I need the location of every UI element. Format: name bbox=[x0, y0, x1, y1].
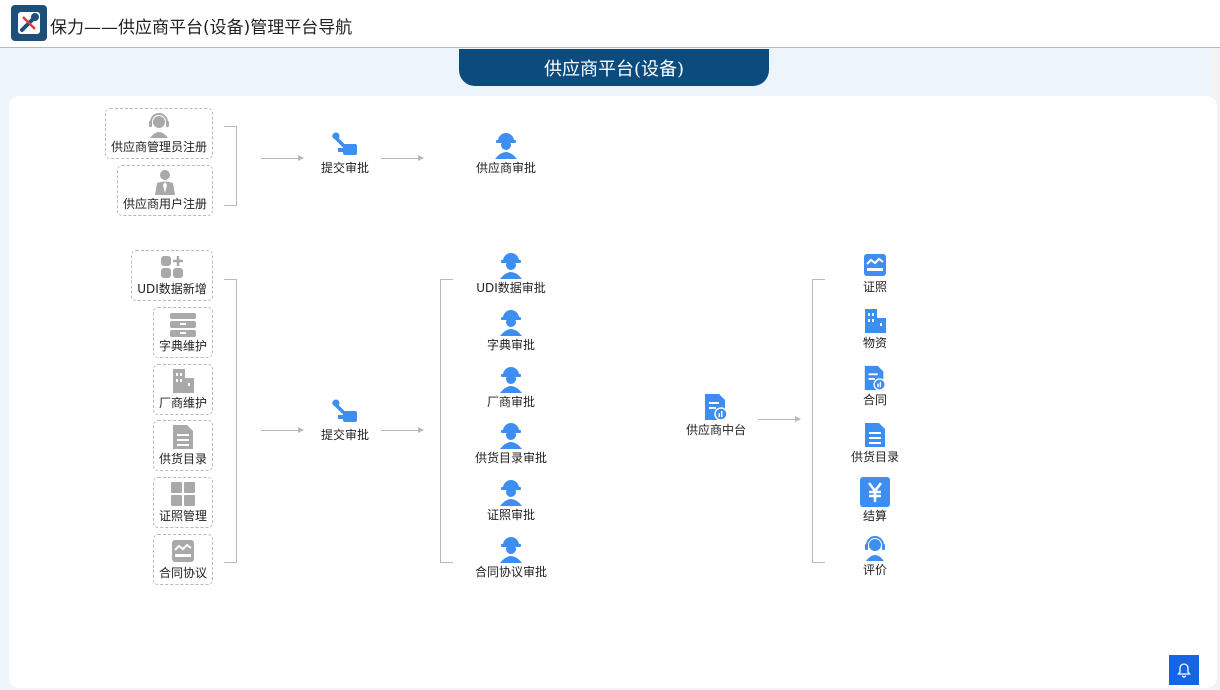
approval-label: 字典审批 bbox=[486, 338, 535, 352]
output-label: 证照 bbox=[862, 280, 887, 294]
output-label: 物资 bbox=[862, 336, 887, 350]
approval-label: 供应商审批 bbox=[475, 161, 536, 175]
bracket-approvals bbox=[440, 279, 453, 563]
approval-manufacturer[interactable]: 厂商审批 bbox=[470, 365, 552, 409]
bracket-outputs bbox=[812, 279, 825, 563]
center-label: 供应商中台 bbox=[685, 423, 746, 437]
source-label: UDI数据新增 bbox=[137, 282, 207, 296]
worker-helmet-icon bbox=[500, 310, 522, 336]
source-manufacturer[interactable]: 厂商维护 bbox=[153, 364, 213, 415]
app-title: 保力——供应商平台(设备)管理平台导航 bbox=[50, 18, 353, 38]
worker-helmet-icon bbox=[500, 423, 522, 449]
headset-person-icon bbox=[149, 113, 169, 138]
output-contract[interactable]: 合同 bbox=[845, 365, 905, 407]
output-label: 结算 bbox=[862, 509, 887, 523]
output-label: 供货目录 bbox=[850, 450, 899, 464]
submit-label: 提交审批 bbox=[320, 428, 369, 442]
top-supplier-approval[interactable]: 供应商审批 bbox=[470, 131, 542, 175]
arrow bbox=[261, 427, 304, 433]
source-label: 供应商管理员注册 bbox=[110, 140, 207, 154]
output-supply-catalog[interactable]: 供货目录 bbox=[845, 422, 905, 464]
output-label: 评价 bbox=[862, 563, 887, 577]
output-evaluation[interactable]: 评价 bbox=[845, 535, 905, 577]
headset-person-icon bbox=[865, 536, 885, 561]
report-doc-icon bbox=[864, 365, 886, 391]
approval-udi[interactable]: UDI数据审批 bbox=[470, 251, 552, 295]
yen-icon bbox=[860, 477, 890, 507]
approval-label: 证照审批 bbox=[486, 508, 535, 522]
bracket-top bbox=[224, 126, 237, 206]
source-label: 供货目录 bbox=[158, 452, 207, 466]
supplier-middle-platform[interactable]: 供应商中台 bbox=[680, 393, 752, 437]
source-udi-add[interactable]: UDI数据新增 bbox=[131, 250, 213, 301]
approval-label: 合同协议审批 bbox=[474, 565, 547, 579]
source-label: 合同协议 bbox=[158, 566, 207, 580]
approval-license[interactable]: 证照审批 bbox=[470, 478, 552, 522]
source-label: 厂商维护 bbox=[158, 396, 207, 410]
tools-icon bbox=[332, 132, 357, 155]
source-label: 供应商用户注册 bbox=[122, 197, 207, 211]
source-admin-register[interactable]: 供应商管理员注册 bbox=[105, 108, 213, 159]
app-logo bbox=[11, 5, 47, 41]
submit-label: 提交审批 bbox=[320, 161, 369, 175]
worker-helmet-icon bbox=[500, 367, 522, 393]
top-bar: 保力——供应商平台(设备)管理平台导航 bbox=[0, 0, 1220, 48]
source-label: 证照管理 bbox=[158, 509, 207, 523]
approval-label: 供货目录审批 bbox=[474, 451, 547, 465]
worker-helmet-icon bbox=[500, 480, 522, 506]
grid-icon bbox=[171, 482, 195, 506]
output-materials[interactable]: 物资 bbox=[845, 308, 905, 350]
output-settlement[interactable]: 结算 bbox=[845, 477, 905, 523]
wrench-logo-icon bbox=[18, 12, 40, 34]
bottom-submit-approval[interactable]: 提交审批 bbox=[315, 398, 375, 442]
source-label: 字典维护 bbox=[158, 339, 207, 353]
approval-dictionary[interactable]: 字典审批 bbox=[470, 308, 552, 352]
drawer-icon bbox=[170, 313, 196, 337]
approval-supply-catalog[interactable]: 供货目录审批 bbox=[470, 421, 552, 465]
building-icon bbox=[173, 369, 194, 393]
bracket-bottom-left bbox=[224, 279, 237, 563]
monitor-chart-icon bbox=[172, 540, 194, 562]
source-user-register[interactable]: 供应商用户注册 bbox=[117, 165, 213, 216]
grid-plus-icon bbox=[161, 256, 183, 278]
document-icon bbox=[865, 423, 885, 447]
arrow bbox=[381, 427, 424, 433]
header-title: 供应商平台(设备) bbox=[459, 49, 769, 86]
source-contract[interactable]: 合同协议 bbox=[153, 534, 213, 585]
worker-helmet-icon bbox=[495, 133, 517, 159]
flow-card bbox=[9, 96, 1217, 688]
top-submit-approval[interactable]: 提交审批 bbox=[315, 131, 375, 175]
approval-label: 厂商审批 bbox=[486, 395, 535, 409]
document-icon bbox=[173, 425, 193, 449]
source-supply-catalog[interactable]: 供货目录 bbox=[153, 420, 213, 471]
output-license[interactable]: 证照 bbox=[845, 252, 905, 294]
bell-icon bbox=[1177, 663, 1191, 678]
building-icon bbox=[865, 309, 886, 333]
arrow bbox=[758, 416, 801, 422]
worker-helmet-icon bbox=[500, 537, 522, 563]
notification-button[interactable] bbox=[1169, 655, 1199, 685]
tools-icon bbox=[332, 399, 357, 422]
person-tie-icon bbox=[155, 170, 175, 195]
report-doc-icon bbox=[705, 394, 728, 421]
source-dictionary[interactable]: 字典维护 bbox=[153, 307, 213, 358]
output-label: 合同 bbox=[862, 393, 887, 407]
monitor-chart-icon bbox=[864, 254, 886, 276]
arrow bbox=[381, 155, 424, 161]
approval-label: UDI数据审批 bbox=[476, 281, 546, 295]
approval-contract[interactable]: 合同协议审批 bbox=[470, 535, 552, 579]
source-license-manage[interactable]: 证照管理 bbox=[153, 477, 213, 528]
worker-helmet-icon bbox=[500, 253, 522, 279]
arrow bbox=[261, 155, 304, 161]
